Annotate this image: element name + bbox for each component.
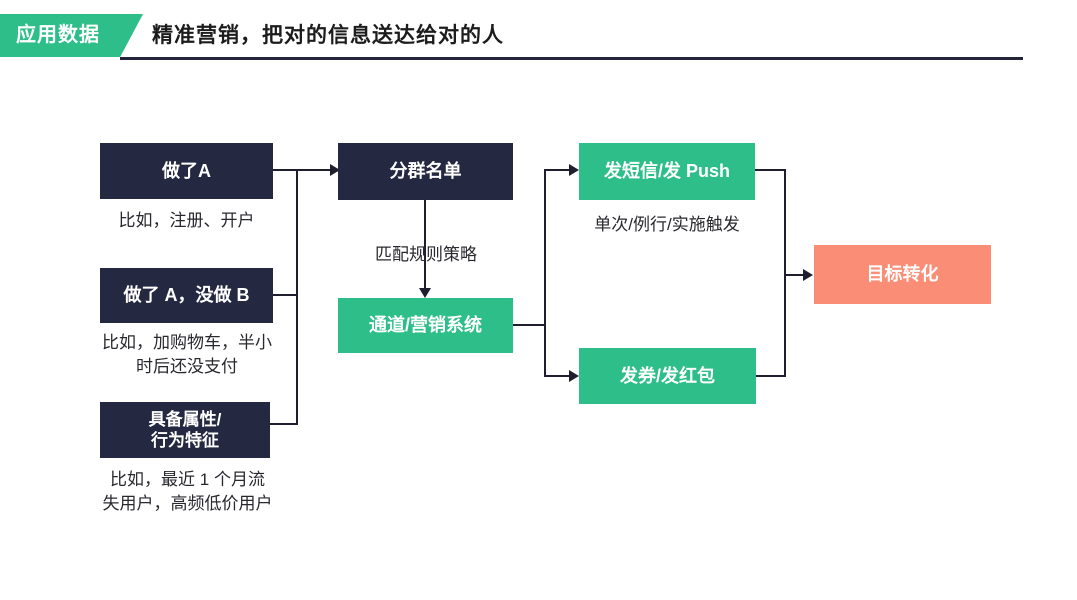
node-attributes: 具备属性/ 行为特征 <box>100 402 270 458</box>
node-send-sms-push: 发短信/发 Push <box>579 143 755 200</box>
arrowhead-right-icon <box>803 269 813 281</box>
node-did-a-not-b: 做了 A，没做 B <box>100 268 273 323</box>
connector-branch-to-coupon <box>546 375 571 377</box>
connector-branch-to-sms <box>546 169 571 171</box>
connector-segment-to-channel <box>424 200 426 292</box>
page-title: 精准营销，把对的信息送达给对的人 <box>152 24 504 47</box>
node-segment-list: 分群名单 <box>338 143 513 200</box>
connector-branch-vertical <box>544 169 546 377</box>
arrowhead-right-icon <box>569 164 579 176</box>
connector-attributes-to-trunk <box>270 423 298 425</box>
arrowhead-right-icon <box>569 370 579 382</box>
connector-did-a-not-b-to-trunk <box>273 294 298 296</box>
node-goal-conversion: 目标转化 <box>814 245 991 304</box>
node-send-coupon: 发券/发红包 <box>579 348 756 404</box>
connector-channel-out <box>513 324 546 326</box>
arrowhead-right-icon <box>330 164 340 176</box>
arrowhead-down-icon <box>419 288 431 298</box>
node-did-a: 做了A <box>100 143 273 199</box>
edge-label-match-rules: 匹配规则策略 <box>375 245 477 264</box>
connector-to-goal <box>786 274 805 276</box>
node-did-a-caption: 比如，注册、开户 <box>118 211 255 230</box>
section-badge: 应用数据 <box>0 14 143 57</box>
connector-coupon-out <box>756 375 786 377</box>
node-channel-system: 通道/营销系统 <box>338 298 513 353</box>
header-divider <box>120 57 1023 60</box>
node-did-a-not-b-caption: 比如，加购物车，半小 时后还没支付 <box>102 333 272 376</box>
connector-left-trunk <box>296 169 298 425</box>
node-send-sms-push-caption: 单次/例行/实施触发 <box>594 215 740 234</box>
node-attributes-caption: 比如，最近 1 个月流 失用户，高频低价用户 <box>102 470 273 513</box>
connector-did-a-to-segment <box>273 169 331 171</box>
connector-merge-vertical <box>784 169 786 377</box>
connector-sms-out <box>755 169 786 171</box>
